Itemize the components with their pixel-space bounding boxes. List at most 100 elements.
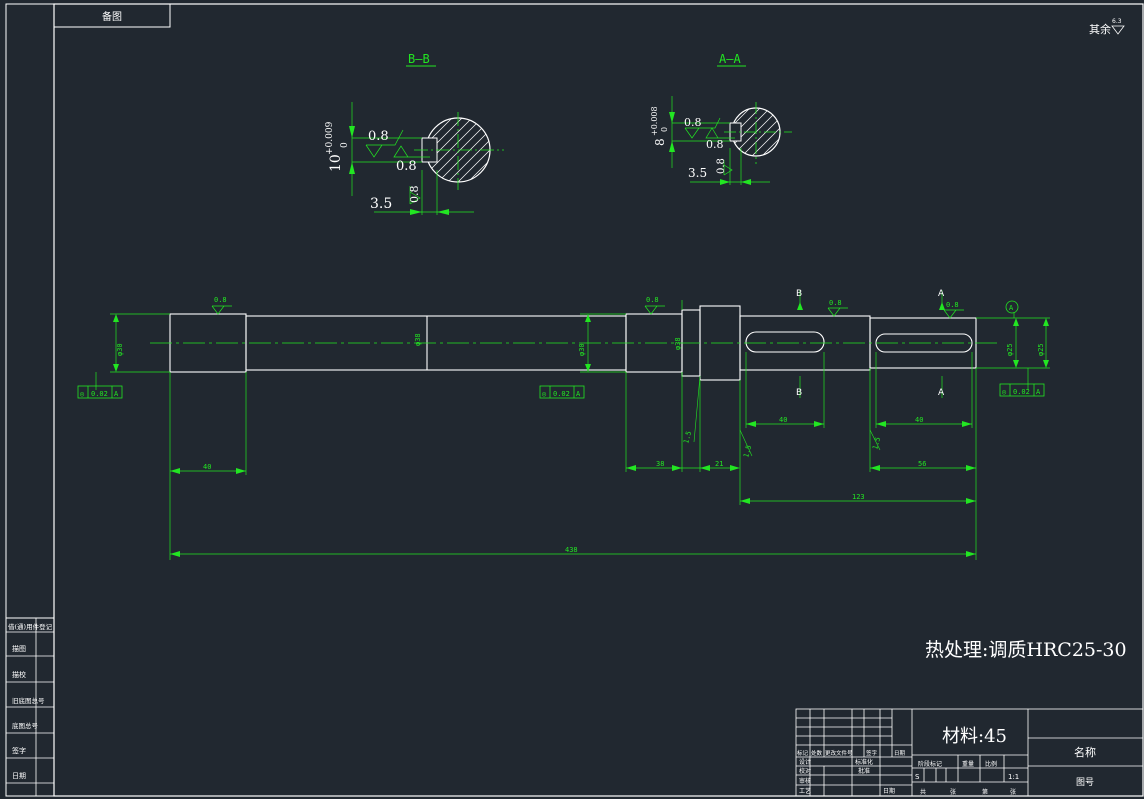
section-b-title: B—B xyxy=(408,52,430,66)
left-strip-3: 旧底图总号 xyxy=(12,696,45,705)
tol-ref-2: A xyxy=(1036,388,1041,396)
dim-arrows xyxy=(113,302,1049,557)
top-left-box-label: 备图 xyxy=(102,10,122,23)
drawing-no-label: 图号 xyxy=(1076,777,1094,788)
outer-frame xyxy=(5,3,1144,797)
dia-label-1: φ30 xyxy=(578,343,586,356)
tolerance-frame-2: ◎ 0.02 A xyxy=(999,383,1045,397)
left-strip-0: 借(通)用件登记 xyxy=(8,622,53,631)
shaft-rough-2: 0.8 xyxy=(829,299,842,307)
sheet-1: 张 xyxy=(950,788,956,796)
tol-ref-1: A xyxy=(576,390,581,398)
sheet-3: 张 xyxy=(1010,788,1016,796)
roughness-icon xyxy=(1111,25,1125,35)
std-label: 标准化 xyxy=(855,758,873,766)
roughness-marks xyxy=(211,305,964,319)
b-dim-ten: 10 xyxy=(328,154,344,172)
tol-val-2: 0.02 xyxy=(1013,388,1030,396)
left-strip-4: 底图总号 xyxy=(12,721,39,730)
left-strip-2: 描校 xyxy=(12,670,26,679)
left-strip-1: 描图 xyxy=(12,644,26,653)
ratio-value: 1:1 xyxy=(1008,773,1019,781)
tolerance-frame-0: ◎ 0.02 A xyxy=(77,385,123,399)
tb-row-3: 审核 xyxy=(799,777,811,785)
tol-sym-0: ◎ xyxy=(80,390,85,398)
title-block xyxy=(795,708,1144,797)
tb-col-0: 处数 xyxy=(811,749,823,757)
top-left-box xyxy=(53,3,171,28)
b-rough-2: 0.8 xyxy=(396,159,417,174)
tb-row-0: 标记 xyxy=(797,749,809,757)
a-rough-3: 0.8 xyxy=(716,158,727,174)
dim-key-40b: 40 xyxy=(915,416,923,424)
tb-row-2: 校对 xyxy=(799,767,811,775)
shaft-rough-1: 0.8 xyxy=(646,296,659,304)
a-tol: +0.008 xyxy=(650,106,659,136)
tb-row-1: 设计 xyxy=(799,758,811,766)
sheet-0: 共 xyxy=(920,788,926,796)
marker-a-bottom: A xyxy=(938,388,945,398)
tol-sym-2: ◎ xyxy=(1002,388,1007,396)
b-rough-1: 0.8 xyxy=(368,129,389,144)
chamfer-2: 1.5 xyxy=(742,444,753,458)
left-strip-5: 签字 xyxy=(12,746,26,755)
weight-label: 重量 xyxy=(962,760,974,768)
inner-frame xyxy=(53,3,1144,797)
date-label: 日期 xyxy=(883,787,895,795)
surface-note-value: 6.3 xyxy=(1112,18,1122,25)
tol-val-0: 0.02 xyxy=(91,390,108,398)
datum-label: A xyxy=(1009,304,1014,312)
b-tol-lower: 0 xyxy=(340,142,350,148)
section-b-drawing xyxy=(349,102,504,215)
dim-21: 21 xyxy=(715,460,723,468)
dia-label-4: φ25 xyxy=(1037,343,1045,356)
tol-ref-0: A xyxy=(114,390,119,398)
material: 材料:45 xyxy=(942,726,1007,747)
heat-treatment: 热处理:调质HRC25-30 xyxy=(925,639,1127,661)
marker-a-top: A xyxy=(938,289,945,299)
tol-val-1: 0.02 xyxy=(553,390,570,398)
left-strip-6: 日期 xyxy=(12,772,26,780)
datum-circle xyxy=(1005,300,1019,314)
tb-col-1: 更改文件号 xyxy=(825,749,853,757)
shaft-rough-3: 0.8 xyxy=(946,301,959,309)
tb-row-4: 工艺 xyxy=(799,787,811,795)
shaft-rough-0: 0.8 xyxy=(214,296,227,304)
dim-40: 40 xyxy=(203,463,211,471)
tb-col-2: 签字 xyxy=(866,749,878,757)
approve-label: 批准 xyxy=(858,767,870,775)
b-dim: 3.5 xyxy=(370,196,392,212)
chamfer-leaders xyxy=(693,375,881,457)
dia-label-2: φ38 xyxy=(674,337,682,350)
b-rough-3: 0.8 xyxy=(408,186,421,204)
a-rough-1: 0.8 xyxy=(684,116,702,129)
marker-b-bottom: B xyxy=(796,388,802,398)
tolerance-frame-1: ◎ 0.02 A xyxy=(539,385,585,399)
scale-mark: S xyxy=(915,773,920,781)
dim-key-40a: 40 xyxy=(779,416,787,424)
shaft-dimensions xyxy=(95,290,1050,560)
marker-b-top: B xyxy=(796,289,802,299)
left-strip xyxy=(6,618,54,796)
dia-label-mid: φ38 xyxy=(414,333,422,346)
a-tol-lower: 0 xyxy=(660,127,669,132)
name-label: 名称 xyxy=(1074,745,1096,759)
dim-56: 56 xyxy=(918,460,926,468)
dia-label-0: φ30 xyxy=(116,343,124,356)
dim-38: 38 xyxy=(656,460,664,468)
b-tol: +0.009 xyxy=(325,121,335,155)
a-dim: 3.5 xyxy=(688,166,707,180)
sheet-2: 第 xyxy=(982,788,988,796)
dim-438: 438 xyxy=(565,546,578,554)
section-a-title: A—A xyxy=(719,52,741,66)
tol-sym-1: ◎ xyxy=(542,390,547,398)
surface-note: 其余 xyxy=(1089,22,1111,36)
a-rough-2: 0.8 xyxy=(706,138,724,151)
ratio-label: 比例 xyxy=(985,760,997,768)
dim-123: 123 xyxy=(852,493,865,501)
tb-col-3: 日期 xyxy=(894,750,906,757)
chamfer-1: 1.5 xyxy=(682,430,693,444)
a-dim-eight: 8 xyxy=(653,138,667,146)
dia-label-3: φ25 xyxy=(1006,343,1014,356)
